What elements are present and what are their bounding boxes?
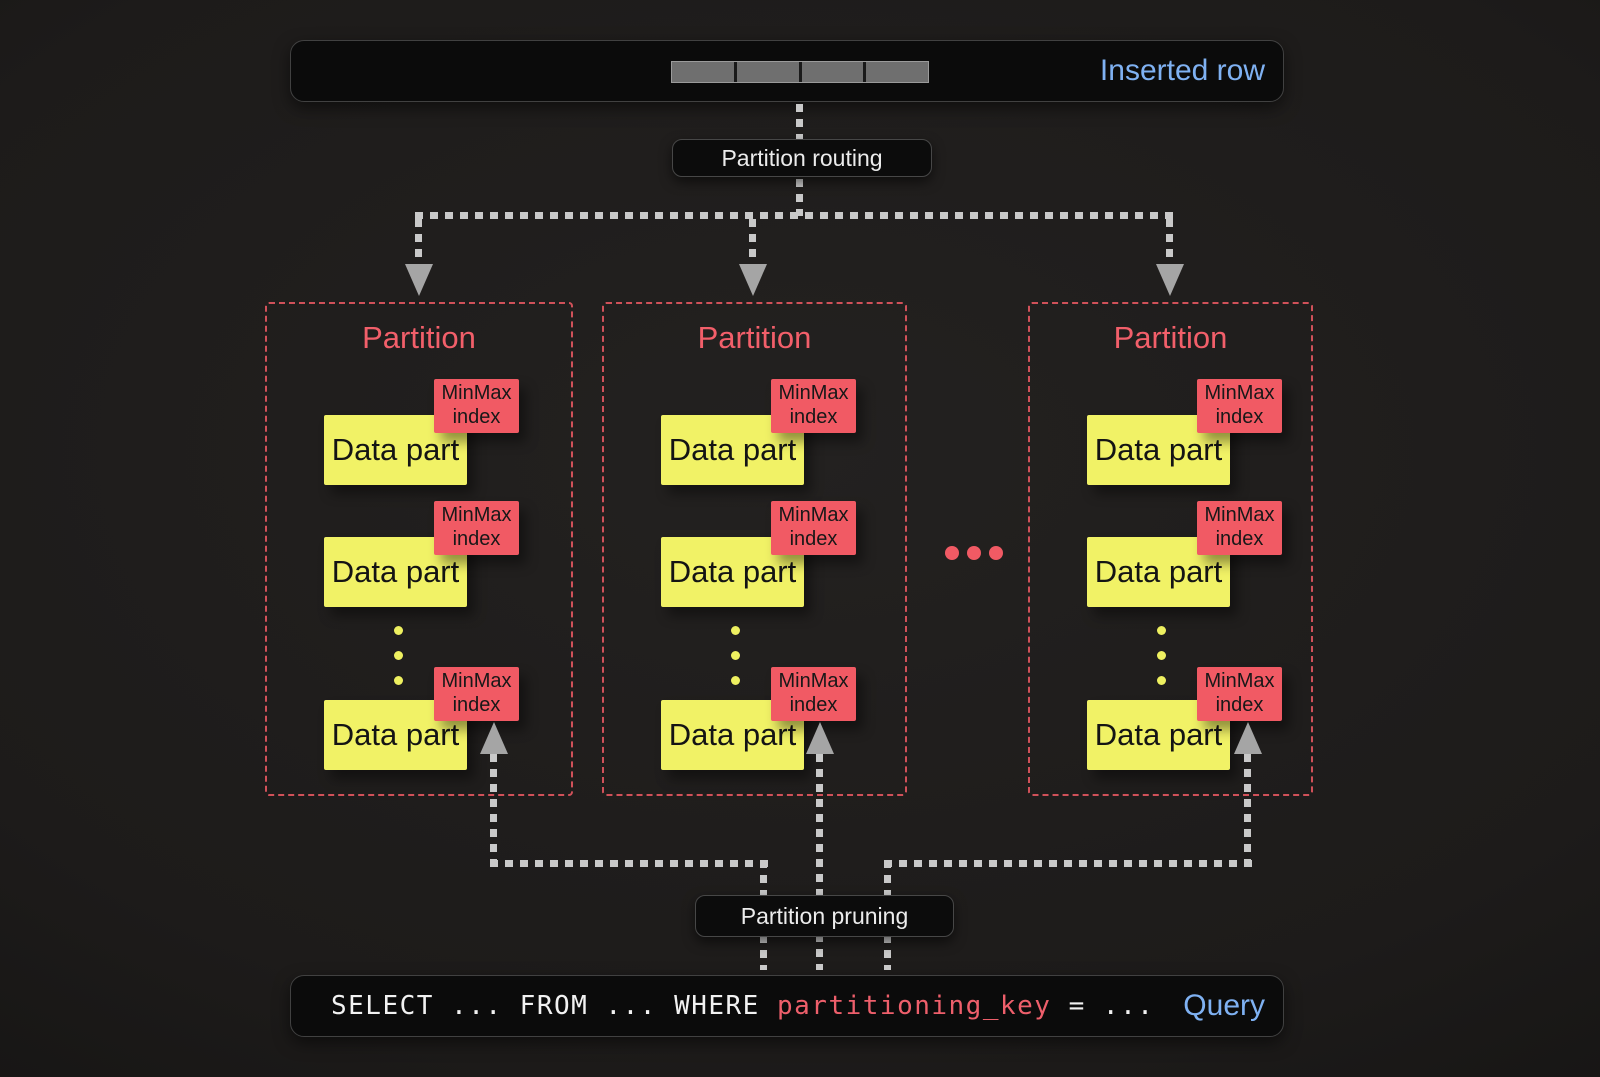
more-parts-ellipsis (731, 626, 740, 685)
row-segment (736, 62, 799, 82)
partition-box-1: Partition MinMax index Data part MinMax … (265, 302, 573, 796)
partition-routing-pill: Partition routing (672, 139, 932, 177)
minmax-index-tag: MinMax index (771, 667, 856, 721)
arrow-down-icon (1156, 264, 1184, 296)
partition-box-2: Partition MinMax index Data part MinMax … (602, 302, 907, 796)
minmax-index-tag: MinMax index (1197, 379, 1282, 433)
row-segment (866, 62, 928, 82)
pruning-connector-right (884, 860, 1252, 867)
row-segments (671, 61, 929, 83)
routing-drop-line-3 (1166, 219, 1173, 264)
more-partitions-ellipsis (945, 546, 1003, 560)
more-parts-ellipsis (394, 626, 403, 685)
partition-title: Partition (1113, 320, 1228, 355)
pruning-line-partition-2 (816, 754, 823, 970)
data-part-box: Data part (324, 700, 467, 770)
more-parts-ellipsis (1157, 626, 1166, 685)
arrow-down-icon (405, 264, 433, 296)
arrow-up-icon (1234, 722, 1262, 754)
query-label: Query (1183, 989, 1265, 1022)
sql-partitioning-key: partitioning_key (777, 991, 1052, 1021)
arrow-down-icon (739, 264, 767, 296)
query-bar: SELECT ... FROM ... WHERE partitioning_k… (290, 975, 1284, 1037)
minmax-index-tag: MinMax index (1197, 667, 1282, 721)
pruning-line-partition-1 (490, 754, 497, 864)
inserted-row-label: Inserted row (1099, 54, 1265, 87)
sql-before: SELECT ... FROM ... WHERE (331, 991, 777, 1021)
data-part-box: Data part (1087, 415, 1230, 485)
pruning-line-partition-3 (1244, 754, 1251, 864)
minmax-index-tag: MinMax index (1197, 501, 1282, 555)
minmax-index-tag: MinMax index (434, 379, 519, 433)
partition-routing-label: Partition routing (721, 144, 883, 171)
routing-branch-line (415, 212, 1177, 219)
minmax-index-tag: MinMax index (434, 667, 519, 721)
minmax-index-tag: MinMax index (771, 501, 856, 555)
partition-pruning-label: Partition pruning (740, 902, 909, 929)
inserted-row-bar: Inserted row (290, 40, 1284, 102)
partition-box-3: Partition MinMax index Data part MinMax … (1028, 302, 1313, 796)
partition-title: Partition (697, 320, 812, 355)
minmax-index-tag: MinMax index (771, 379, 856, 433)
minmax-index-tag: MinMax index (434, 501, 519, 555)
arrow-up-icon (480, 722, 508, 754)
arrow-up-icon (806, 722, 834, 754)
sql-query-text: SELECT ... FROM ... WHERE partitioning_k… (331, 991, 1154, 1021)
pruning-connector-left (490, 860, 771, 867)
row-segment (801, 62, 864, 82)
partition-title: Partition (362, 320, 476, 355)
routing-drop-line-2 (749, 219, 756, 264)
sql-after: = ... (1051, 991, 1155, 1021)
partition-pruning-pill: Partition pruning (695, 895, 954, 937)
row-segment (672, 62, 734, 82)
routing-drop-line-1 (415, 219, 422, 264)
